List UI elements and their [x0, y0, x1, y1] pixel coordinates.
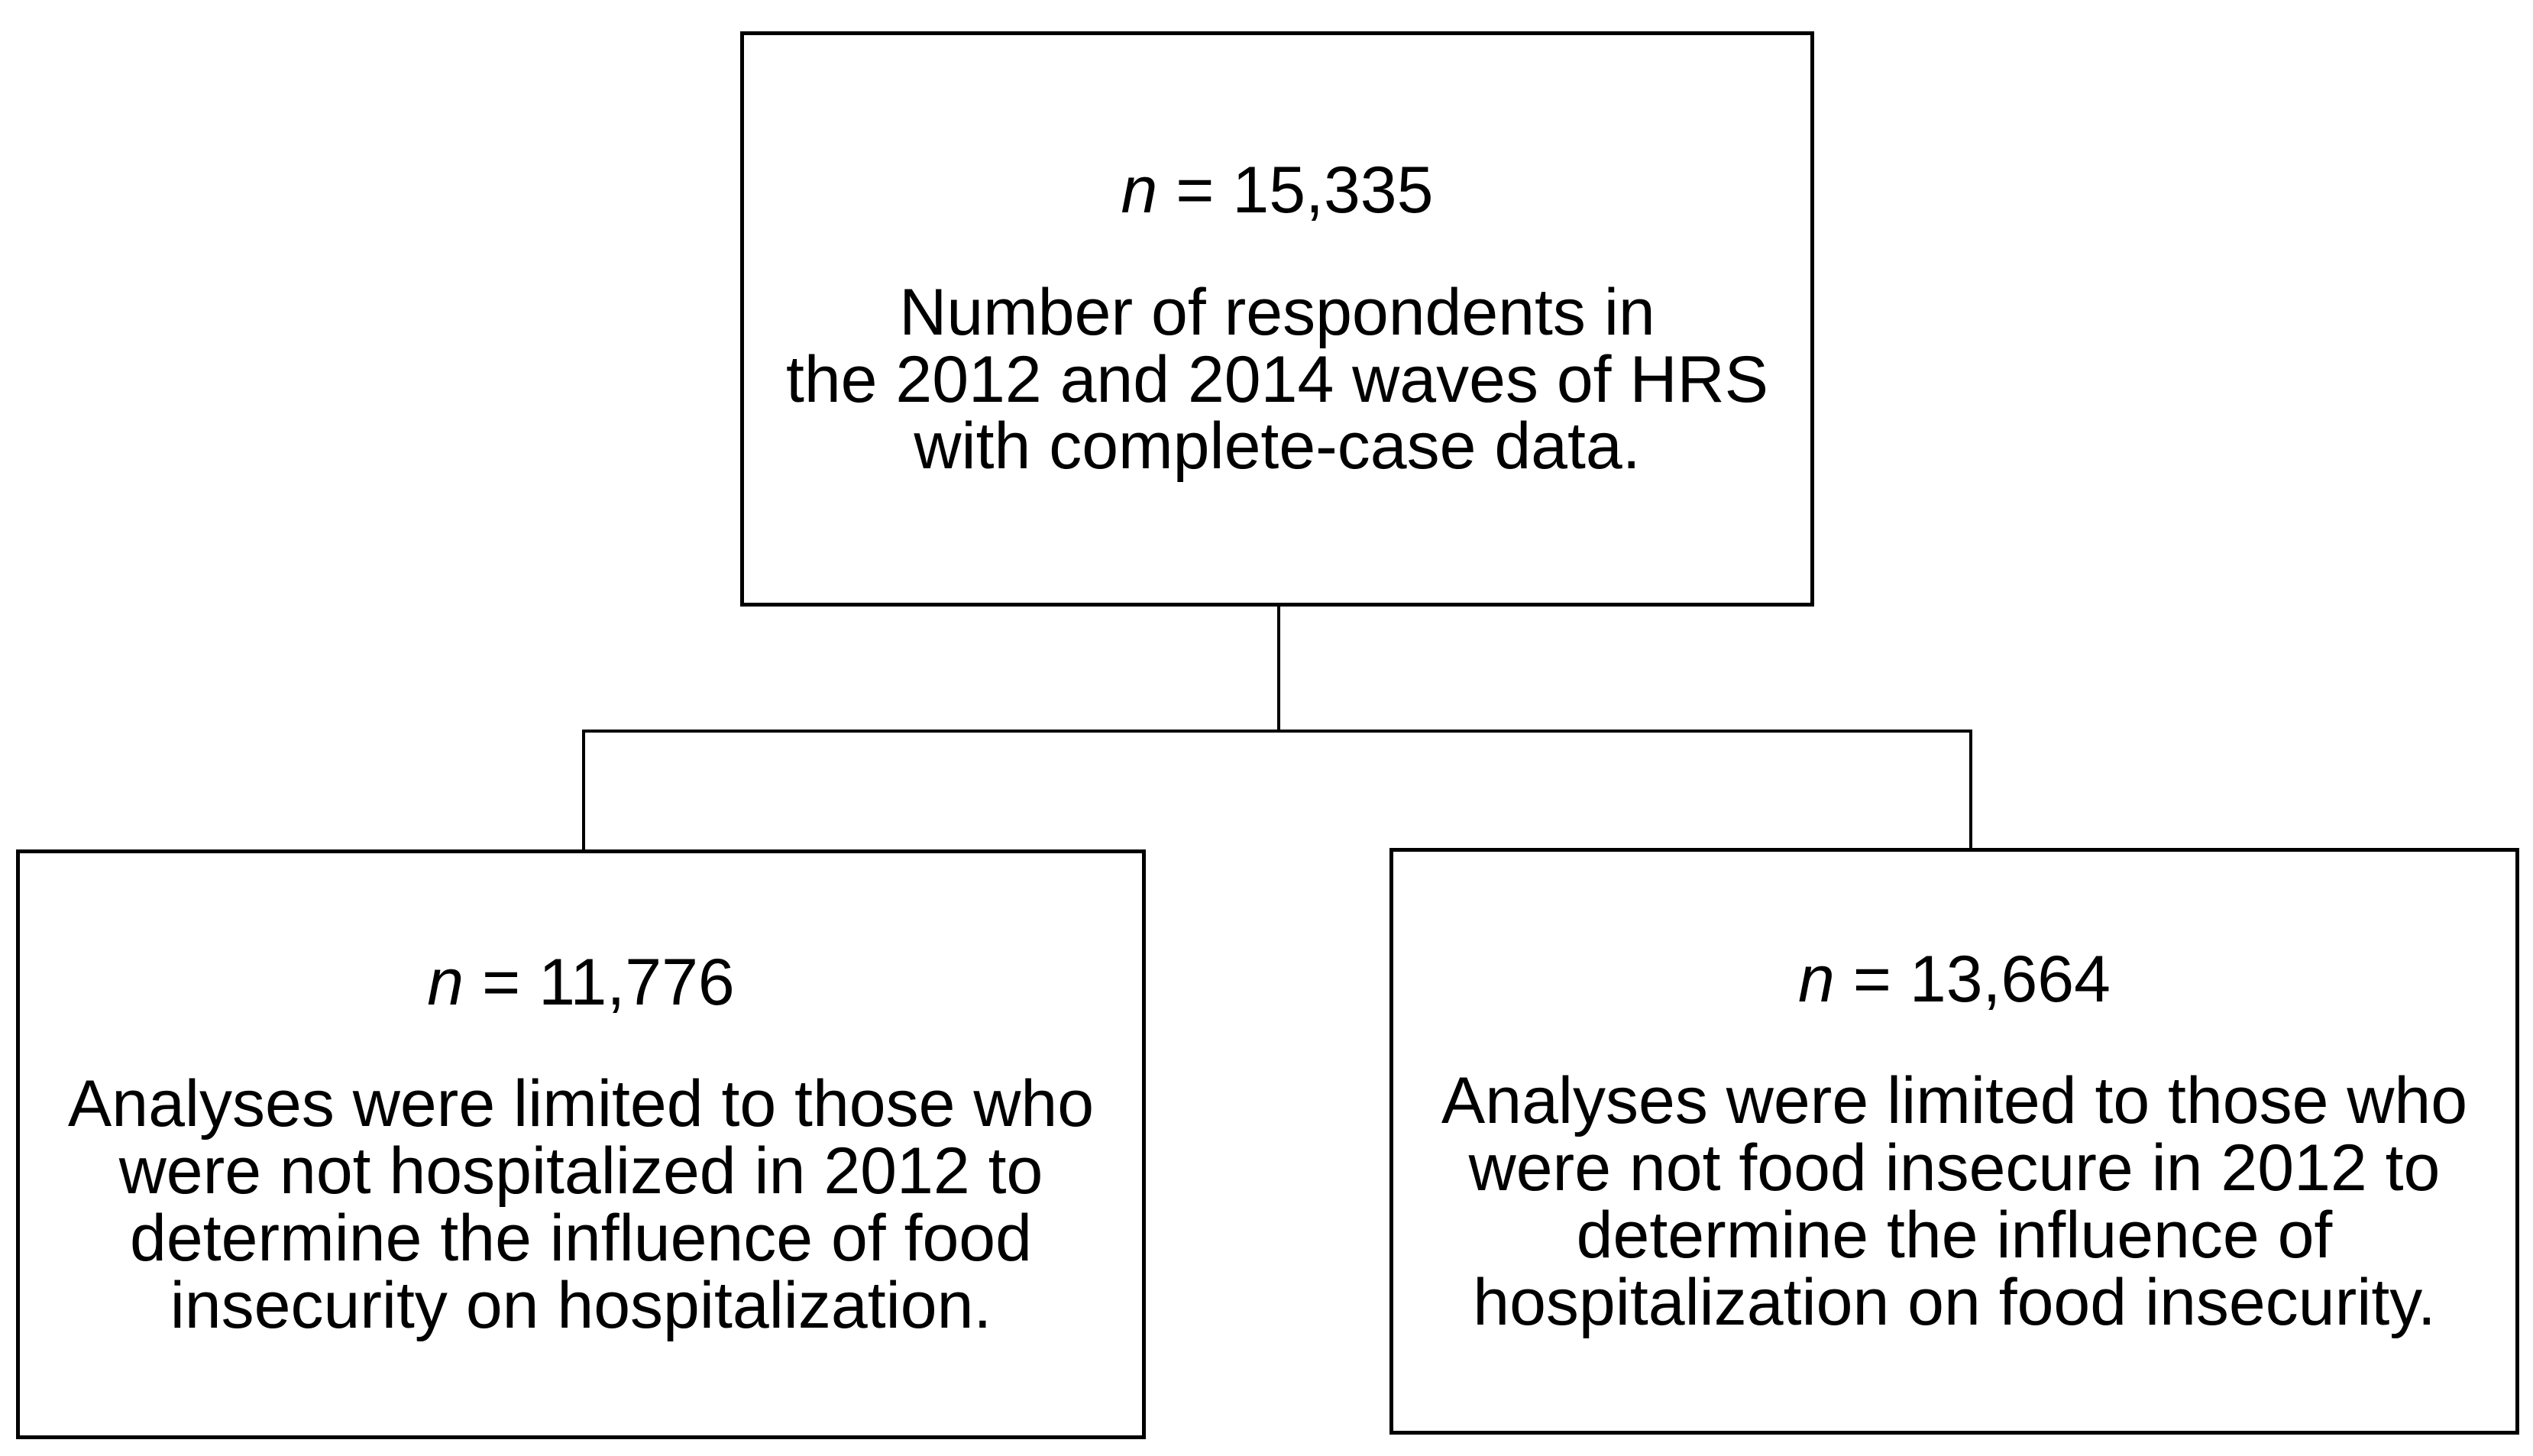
top-box-n-line: n = 15,335	[1121, 157, 1434, 225]
left-box: n = 11,776 Analyses were limited to thos…	[16, 849, 1146, 1439]
right-box-description: Analyses were limited to those who were …	[1441, 1064, 2468, 1339]
connector-vertical-to-right-box	[1969, 730, 1972, 850]
top-box: n = 15,335 Number of respondents in the …	[740, 31, 1814, 607]
connector-vertical-from-top-box	[1277, 607, 1280, 731]
left-box-description: Analyses were limited to those who were …	[67, 1067, 1095, 1342]
right-box-n-line: n = 13,664	[1798, 946, 2111, 1014]
top-box-description: Number of respondents in the 2012 and 20…	[785, 275, 1769, 484]
connector-horizontal-rail	[582, 730, 1972, 733]
n-value: = 11,776	[464, 945, 735, 1019]
n-value: = 15,335	[1157, 154, 1434, 228]
right-box: n = 13,664 Analyses were limited to thos…	[1389, 848, 2519, 1435]
n-symbol: n	[1121, 154, 1158, 228]
connector-vertical-to-left-box	[582, 730, 585, 852]
n-symbol: n	[427, 945, 464, 1019]
n-symbol: n	[1798, 942, 1835, 1016]
n-value: = 13,664	[1834, 942, 2111, 1016]
left-box-n-line: n = 11,776	[427, 949, 735, 1017]
